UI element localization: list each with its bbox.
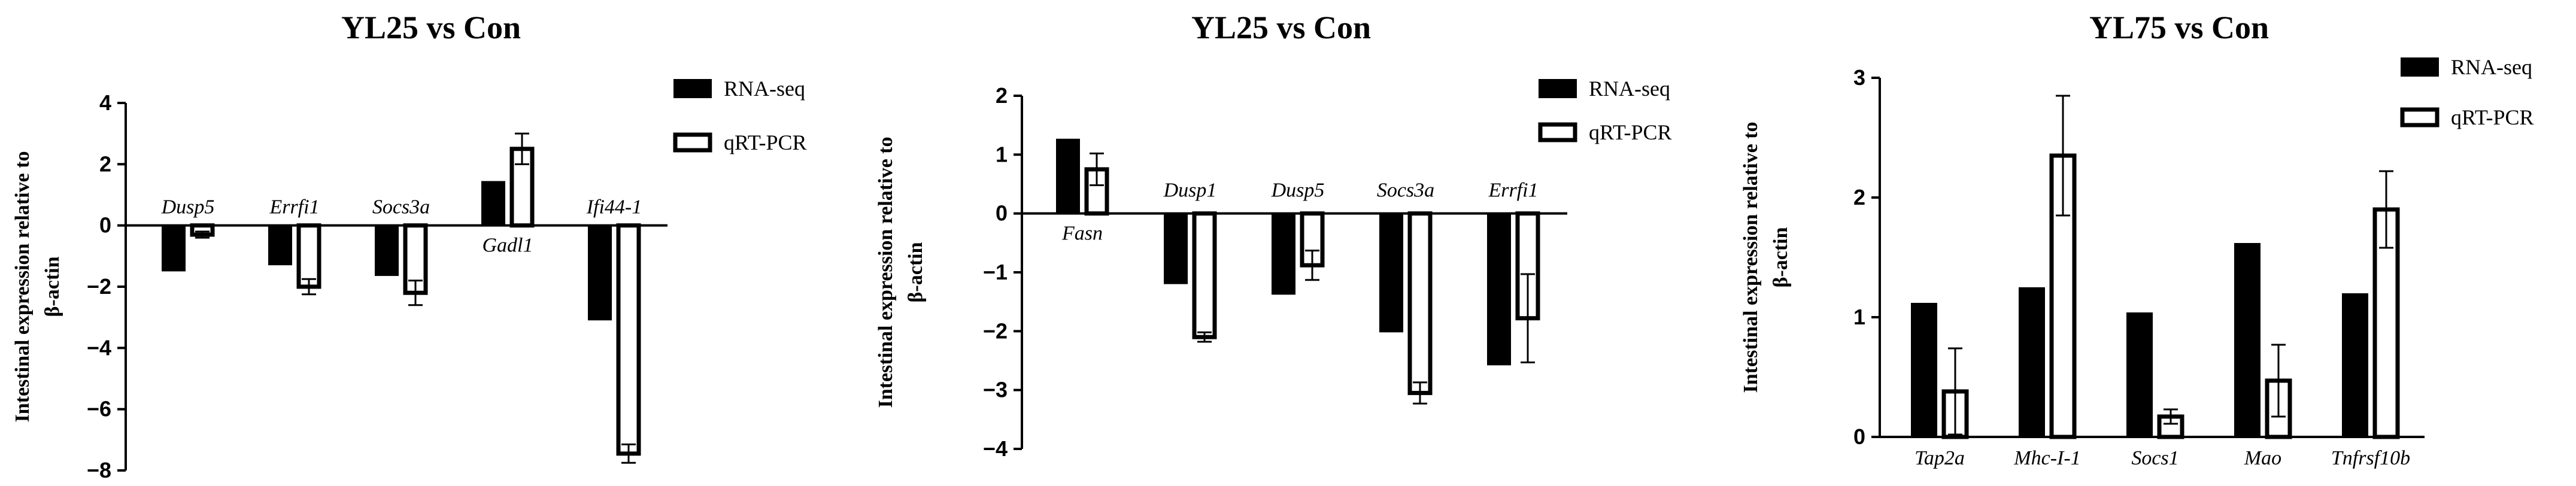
bar-qrt-pcr-socs3a — [1407, 211, 1433, 396]
legend-swatch-qrt-pcr — [673, 132, 712, 153]
y-axis-label-line-1: Intestinal expression relative to — [11, 151, 34, 423]
legend-swatch-qrt-pcr — [2400, 107, 2440, 127]
y-axis-label: Intestinal expression relative to β-actin — [11, 151, 63, 423]
legend-label: RNA-seq — [1589, 77, 1670, 101]
bar-rna-seq-socs3a — [375, 225, 399, 277]
category-label: Gadl1 — [483, 235, 533, 257]
y-axis-label-line-1: Intestinal expression relative to — [875, 137, 897, 408]
category-label: Mao — [2244, 447, 2281, 469]
y-tick-label: −8 — [87, 458, 111, 482]
category-label: Dusp5 — [1271, 180, 1325, 202]
legend-label: qRT-PCR — [724, 130, 807, 154]
y-tick-label: 2 — [996, 83, 1008, 108]
category-label: Errfi1 — [269, 196, 319, 218]
y-axis-label-line-2: β-actin — [905, 242, 927, 302]
y-tick-label: 0 — [996, 201, 1008, 226]
y-tick-label: −3 — [983, 378, 1008, 402]
y-tick-label: 2 — [99, 151, 111, 176]
category-label: Mhc-I-1 — [2013, 447, 2080, 469]
y-axis-label-line-2: β-actin — [41, 256, 63, 317]
bar-rna-seq-dusp5 — [1272, 213, 1295, 295]
bar-rna-seq-socs3a — [1379, 213, 1403, 333]
bar-rna-seq-ifi44-1 — [588, 225, 612, 321]
y-tick-label: −1 — [983, 260, 1008, 284]
legend-label: RNA-seq — [2451, 55, 2532, 79]
y-tick-label: 0 — [99, 213, 111, 238]
y-axis-label: Intestinal expression relative to β-actin — [875, 137, 927, 408]
bar-rna-seq-gadl1 — [481, 181, 505, 226]
category-label: Ifi44-1 — [586, 196, 642, 218]
y-tick-label: 1 — [996, 142, 1008, 166]
bar-rna-seq-dusp1 — [1164, 213, 1188, 284]
legend-swatch-rna-seq — [1539, 79, 1577, 98]
y-tick-label: 3 — [1853, 65, 1865, 90]
category-label: Dusp1 — [1163, 180, 1217, 202]
y-tick-label: 0 — [1853, 424, 1865, 449]
category-label: Fasn — [1061, 223, 1103, 245]
legend: RNA-seq qRT-PCR — [2400, 55, 2534, 129]
bar-rna-seq-tnfrsf10b — [2342, 293, 2368, 437]
y-axis-label-line-2: β-actin — [1770, 227, 1792, 287]
y-tick-label: −4 — [983, 436, 1008, 461]
legend-swatch-rna-seq — [2401, 57, 2439, 77]
y-tick-label: −6 — [87, 397, 111, 421]
bar-rna-seq-errfi1 — [1487, 213, 1511, 366]
category-label: Dusp5 — [161, 196, 215, 218]
bar-rna-seq-mao — [2234, 243, 2261, 437]
y-axis-label: Intestinal expression relative to β-actin — [1740, 122, 1792, 393]
bar-rna-seq-errfi1 — [268, 225, 292, 266]
category-label: Tnfrsf10b — [2331, 447, 2410, 469]
category-label: Tap2a — [1914, 447, 1965, 469]
category-label: Socs1 — [2131, 447, 2178, 469]
legend-swatch-qrt-pcr — [1538, 122, 1577, 142]
legend-label: RNA-seq — [724, 77, 805, 101]
category-label: Errfi1 — [1488, 180, 1538, 202]
y-tick-label: −4 — [87, 335, 111, 360]
bar-qrt-pcr-dusp1 — [1192, 211, 1217, 339]
bar-qrt-pcr-ifi44-1 — [616, 223, 641, 456]
bar-qrt-pcr-errfi1 — [296, 223, 321, 289]
bar-rna-seq-tap2a — [1911, 303, 1937, 437]
bar-rna-seq-fasn — [1056, 138, 1080, 214]
chart-title: YL75 vs Con — [2089, 10, 2269, 45]
category-label: Socs3a — [1377, 180, 1434, 202]
y-tick-label: 1 — [1853, 305, 1865, 329]
y-tick-label: 2 — [1853, 185, 1865, 209]
chart-title: YL25 vs Con — [341, 10, 521, 45]
y-tick-label: −2 — [983, 318, 1008, 343]
legend: RNA-seq qRT-PCR — [673, 77, 807, 154]
bar-rna-seq-socs1 — [2126, 312, 2153, 437]
legend: RNA-seq qRT-PCR — [1538, 77, 1672, 144]
legend-swatch-rna-seq — [673, 79, 712, 98]
chart-title: YL25 vs Con — [1191, 10, 1371, 45]
legend-label: qRT-PCR — [1589, 120, 1672, 144]
y-axis-label-line-1: Intestinal expression relative to — [1740, 122, 1762, 393]
y-tick-label: −2 — [87, 274, 111, 299]
bar-rna-seq-dusp5 — [162, 225, 186, 272]
bar-rna-seq-mhc-i-1 — [2019, 287, 2045, 437]
legend-label: qRT-PCR — [2451, 105, 2534, 129]
category-label: Socs3a — [372, 196, 430, 218]
y-tick-label: 4 — [99, 90, 111, 115]
